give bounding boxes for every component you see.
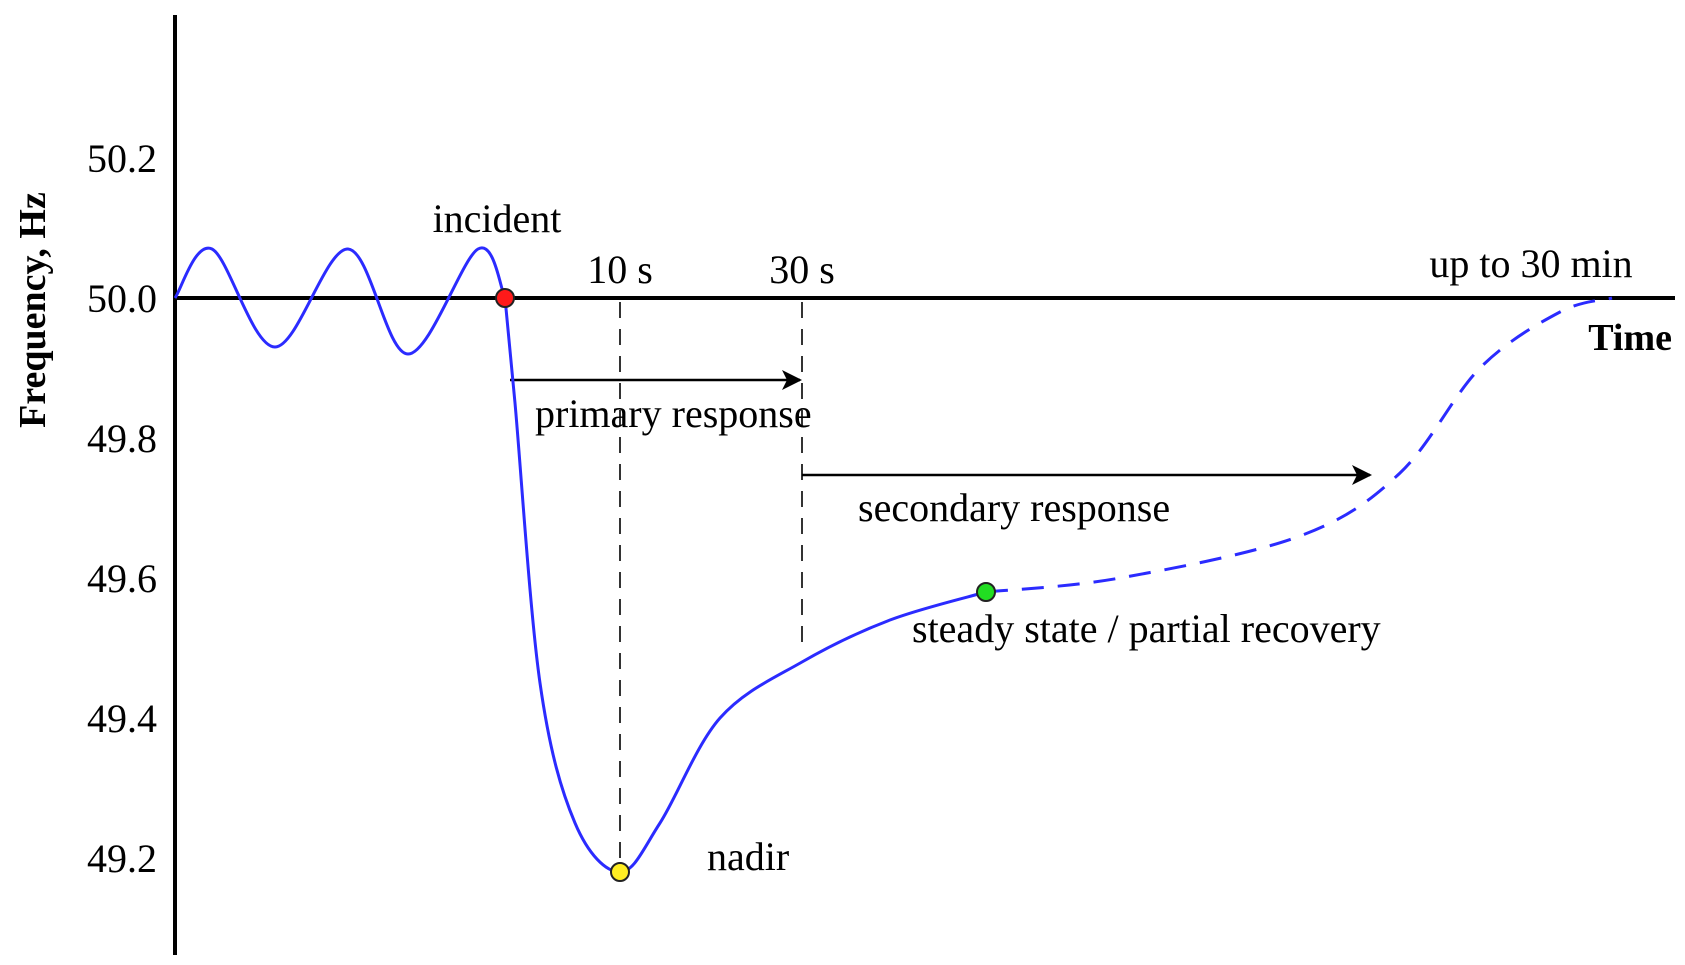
y-tick-label: 50.2	[87, 136, 157, 181]
y-tick-label: 49.6	[87, 556, 157, 601]
y-tick-labels: 50.2 50.0 49.8 49.6 49.4 49.2	[87, 136, 157, 881]
y-tick-label: 49.2	[87, 836, 157, 881]
steady-state-marker	[976, 582, 996, 602]
primary-response-label: primary response	[535, 391, 812, 436]
incident-marker	[495, 288, 515, 308]
incident-label: incident	[433, 196, 562, 241]
time-marker-10s-label: 10 s	[587, 247, 653, 292]
nadir-label: nadir	[707, 834, 789, 879]
secondary-response-label: secondary response	[858, 485, 1170, 530]
x-axis-label: Time	[1588, 317, 1672, 359]
y-tick-label: 50.0	[87, 276, 157, 321]
frequency-curve-recovery-dashed	[985, 296, 1613, 594]
y-axis-label: Frequency, Hz	[12, 192, 54, 428]
steady-state-label: steady state / partial recovery	[912, 606, 1381, 651]
frequency-curve-post-incident	[503, 297, 987, 874]
y-tick-label: 49.4	[87, 696, 157, 741]
y-tick-label: 49.8	[87, 416, 157, 461]
frequency-curve-pre-incident	[173, 246, 507, 356]
time-marker-30s-label: 30 s	[769, 247, 835, 292]
time-marker-30min-label: up to 30 min	[1429, 241, 1632, 286]
nadir-marker	[610, 862, 630, 882]
